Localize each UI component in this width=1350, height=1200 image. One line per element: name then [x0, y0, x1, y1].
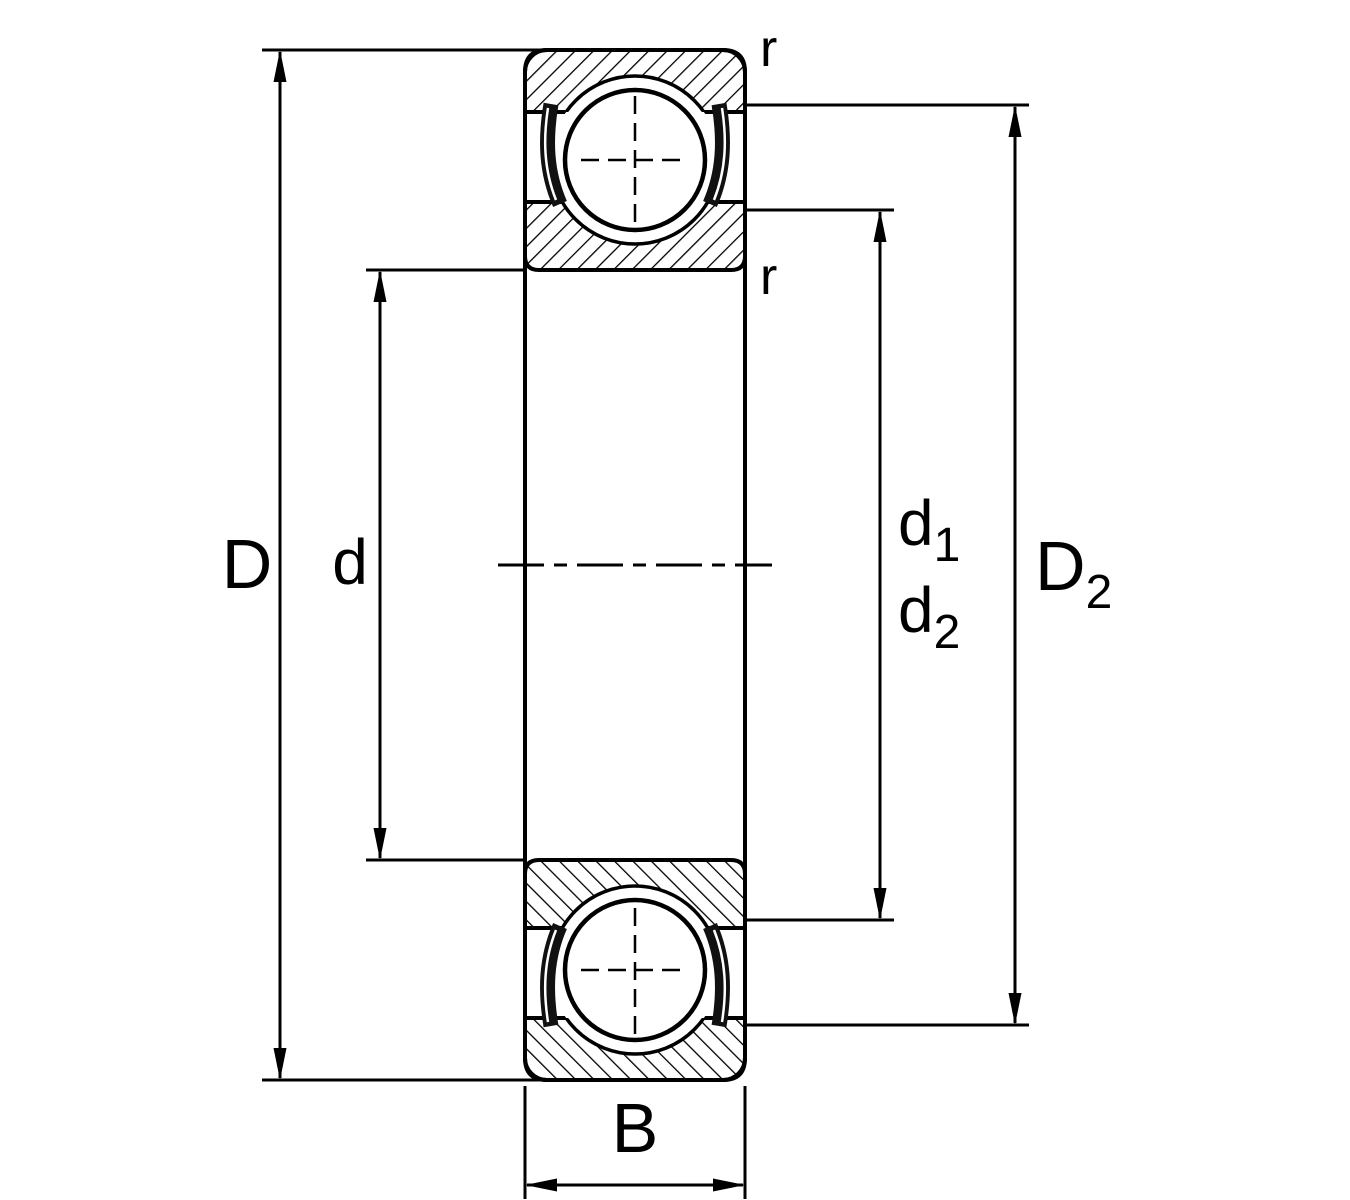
dim-B-arrow-right — [713, 1178, 745, 1192]
dim-D2-arrow-bottom — [1008, 993, 1022, 1025]
dim-d1-d2: d1 d2 — [745, 208, 960, 922]
label-r-inner: r — [760, 248, 777, 306]
dim-D2: D2 — [745, 103, 1112, 1027]
dim-label-d1-base: d — [898, 487, 934, 559]
dim-d-arrow-top — [373, 270, 387, 302]
bottom-assembly — [525, 860, 745, 1080]
seal-left-insert-line — [543, 107, 558, 201]
dim-label-d: d — [332, 526, 368, 598]
seal-right-insert-line — [712, 107, 727, 201]
dim-d: d — [332, 268, 525, 862]
dim-label-D2: D2 — [1035, 527, 1112, 619]
top-assembly — [523, 48, 747, 272]
dim-D-arrow-bottom — [273, 1048, 287, 1080]
dim-d1d2-arrow-bottom — [873, 888, 887, 920]
dim-D: D — [222, 48, 545, 1082]
dim-B-arrow-left — [525, 1178, 557, 1192]
dimensions: D d d1 d2 D2 — [222, 20, 1112, 1199]
label-r-outer: r — [760, 20, 777, 78]
dim-d-arrow-bottom — [373, 828, 387, 860]
dim-label-d2: d2 — [898, 574, 960, 659]
dim-label-D: D — [222, 525, 273, 603]
dim-label-B: B — [612, 1089, 659, 1167]
dim-d1d2-arrow-top — [873, 210, 887, 242]
dim-label-D2-sub: 2 — [1086, 566, 1113, 619]
dim-D2-arrow-top — [1008, 105, 1022, 137]
dim-label-d2-sub: 2 — [934, 606, 961, 659]
dim-B: B — [523, 1086, 747, 1199]
dim-label-d1: d1 — [898, 487, 960, 572]
dim-label-d1-sub: 1 — [934, 519, 961, 572]
seal-right — [703, 102, 730, 208]
dim-label-d2-base: d — [898, 574, 934, 646]
dim-D-arrow-top — [273, 50, 287, 82]
dim-label-D2-base: D — [1035, 527, 1086, 605]
bearing-drawing — [498, 48, 772, 1080]
seal-left — [540, 102, 567, 208]
